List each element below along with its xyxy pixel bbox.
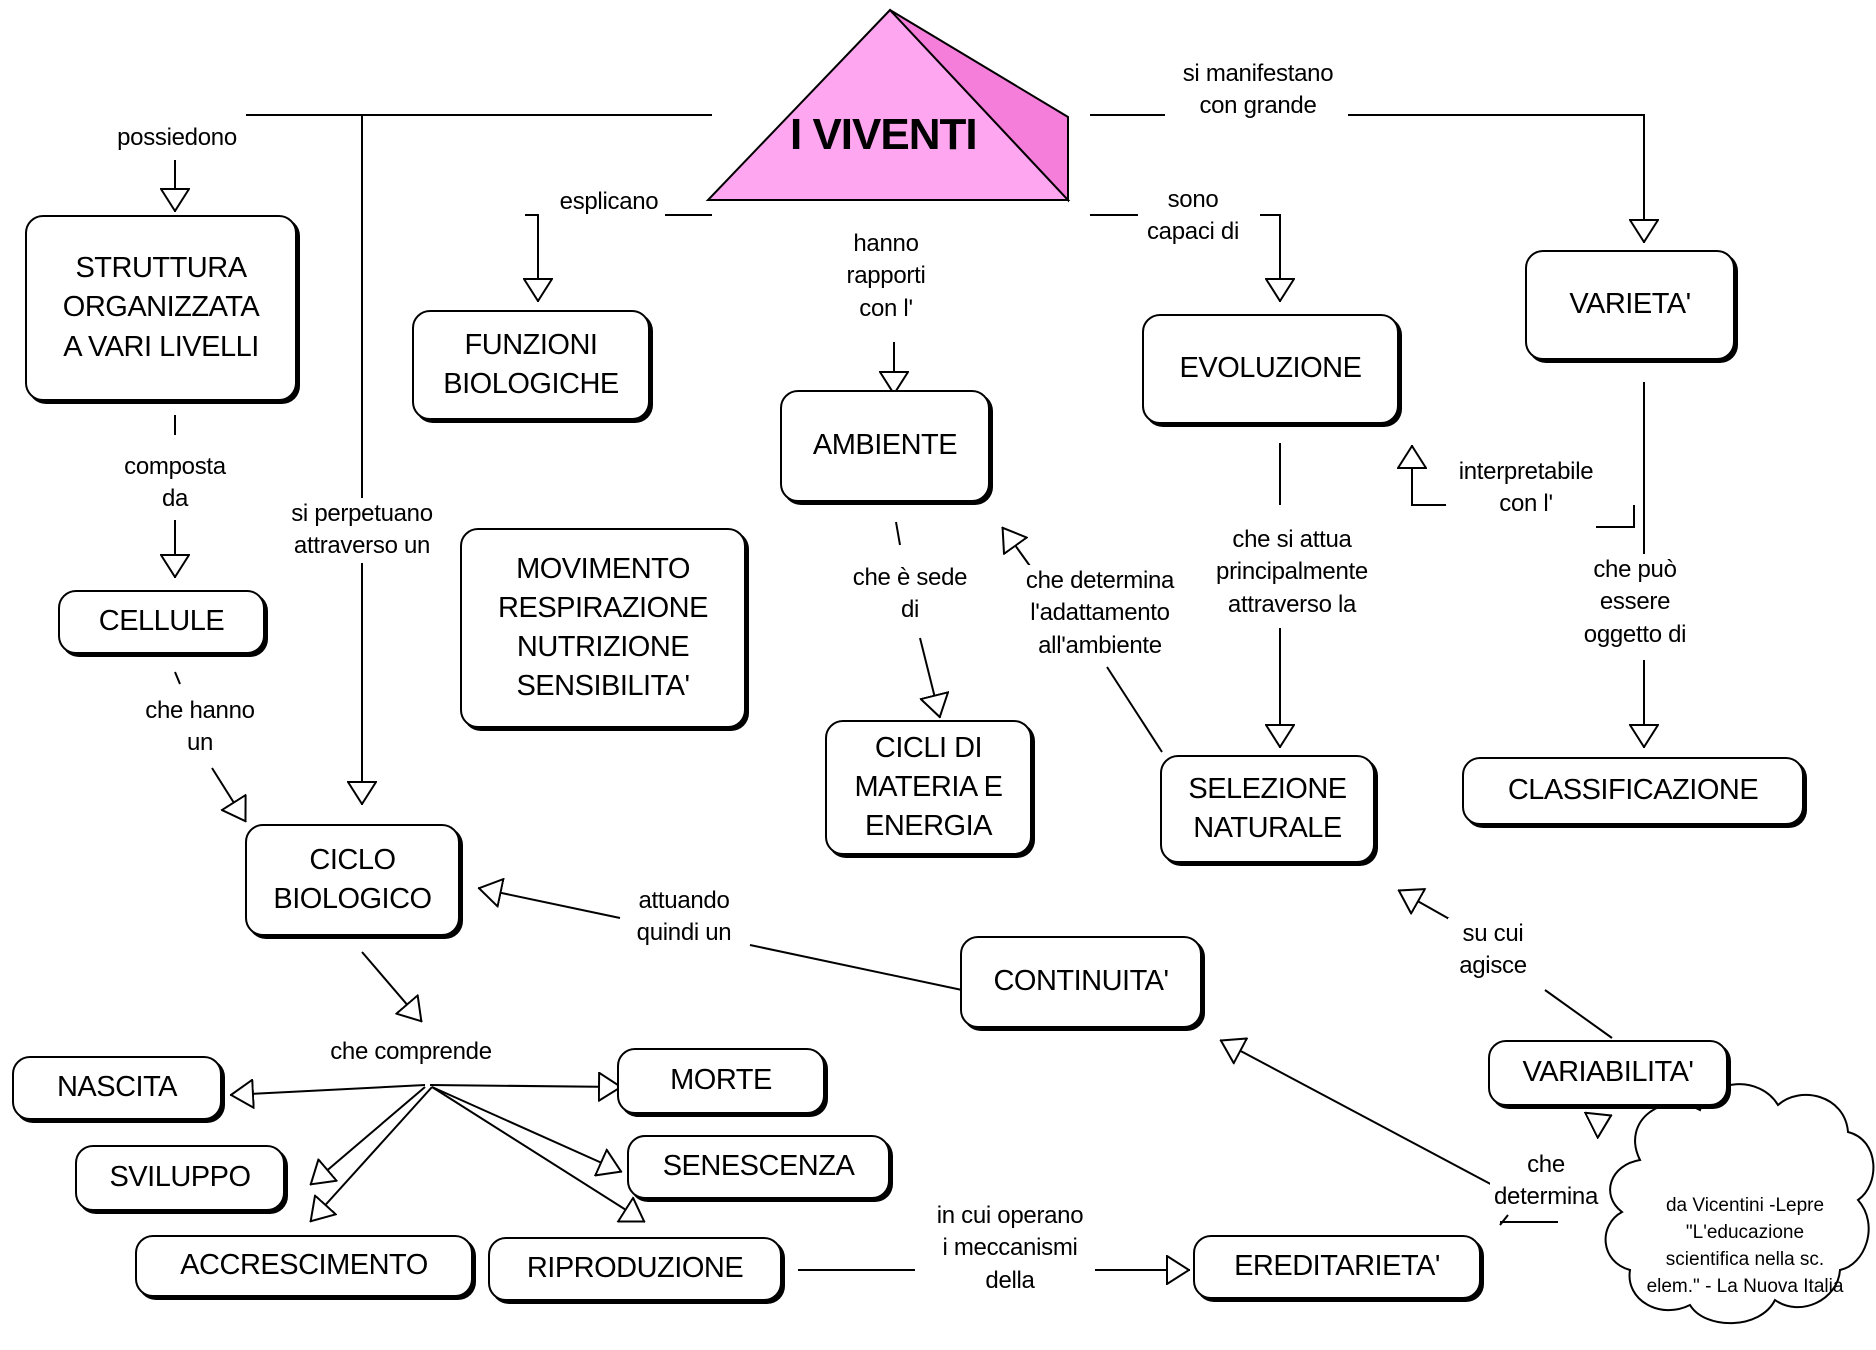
label-che-comprende: che comprende bbox=[322, 1036, 500, 1069]
node-varieta: VARIETA' bbox=[1525, 250, 1735, 360]
node-struttura: STRUTTURA ORGANIZZATA A VARI LIVELLI bbox=[25, 215, 297, 401]
node-variabilita: VARIABILITA' bbox=[1488, 1040, 1728, 1106]
node-sviluppo: SVILUPPO bbox=[75, 1145, 285, 1211]
connector-attuando-b bbox=[478, 888, 621, 919]
label-composta-da: composta da bbox=[120, 451, 230, 516]
connector-sono-capaci-b bbox=[1260, 214, 1280, 302]
label-possiedono: possiedono bbox=[112, 122, 242, 155]
connector-sede-b bbox=[919, 637, 940, 718]
node-nascita: NASCITA bbox=[12, 1056, 222, 1120]
connector-esplicano-b bbox=[525, 214, 538, 302]
cloud-shape bbox=[1604, 1083, 1875, 1325]
label-sono-capaci: sono capaci di bbox=[1138, 184, 1248, 249]
connector-che-hanno-a bbox=[174, 671, 181, 685]
connector-to-nascita bbox=[230, 1085, 426, 1095]
connector-adatt-a bbox=[1106, 666, 1163, 753]
node-morte: MORTE bbox=[617, 1048, 825, 1114]
node-selezione: SELEZIONE NATURALE bbox=[1160, 755, 1375, 863]
node-senescenza: SENESCENZA bbox=[627, 1135, 890, 1199]
node-continuita: CONTINUITA' bbox=[960, 936, 1202, 1028]
connector-ciclo-comprende bbox=[361, 951, 423, 1022]
connector-sede-a bbox=[895, 521, 901, 546]
connector-to-riproduzione bbox=[431, 1086, 645, 1223]
pyramid-shape bbox=[705, 8, 1071, 203]
label-su-cui-agisce: su cui agisce bbox=[1448, 918, 1538, 983]
label-che-puo: che può essere oggetto di bbox=[1580, 554, 1690, 652]
credit-note: da Vicentini -Lepre "L'educazione scient… bbox=[1646, 1195, 1844, 1297]
node-funzioni: FUNZIONI BIOLOGICHE bbox=[412, 310, 650, 420]
node-ereditarieta: EREDITARIETA' bbox=[1193, 1235, 1481, 1299]
page-title: I VIVENTI bbox=[790, 110, 978, 159]
connector-to-senescenza bbox=[431, 1086, 622, 1172]
connector-su-cui-a bbox=[1544, 989, 1613, 1039]
node-cicli: CICLI DI MATERIA E ENERGIA bbox=[825, 720, 1032, 855]
connector-che-hanno-b bbox=[211, 767, 247, 822]
label-attuando: attuando quindi un bbox=[622, 885, 746, 950]
label-interpretabile: interpretabile con l' bbox=[1446, 456, 1606, 521]
connector-determina-a bbox=[1499, 1214, 1509, 1226]
node-cellule: CELLULE bbox=[58, 590, 265, 654]
node-ciclo: CICLO BIOLOGICO bbox=[245, 824, 460, 936]
connector-attuando-a bbox=[749, 944, 963, 991]
node-ambiente: AMBIENTE bbox=[780, 390, 990, 502]
label-esplicano: esplicano bbox=[555, 186, 663, 219]
connector-interp-b bbox=[1412, 445, 1460, 506]
label-si-manifestano: si manifestano con grande bbox=[1168, 58, 1348, 123]
node-accrescimento: ACCRESCIMENTO bbox=[135, 1235, 473, 1297]
label-si-perpetuano: si perpetuano attraverso un bbox=[282, 498, 442, 563]
connector-to-variabilita bbox=[1592, 1115, 1612, 1125]
connector-to-sviluppo bbox=[310, 1086, 426, 1186]
node-riproduzione: RIPRODUZIONE bbox=[488, 1237, 782, 1301]
label-hanno-rapporti: hanno rapporti con l' bbox=[836, 228, 936, 326]
connector-manifestano-b bbox=[1348, 114, 1644, 243]
label-che-si-attua: che si attua principalmente attraverso l… bbox=[1210, 524, 1374, 622]
connector-to-continuita bbox=[1220, 1040, 1499, 1189]
connector-interp-a bbox=[1596, 505, 1635, 528]
label-che-determina-adatt: che determina l'adattamento all'ambiente bbox=[1025, 565, 1175, 663]
label-che-determina: che determina bbox=[1490, 1149, 1602, 1214]
node-evoluzione: EVOLUZIONE bbox=[1142, 314, 1399, 424]
label-che-e-sede: che è sede di bbox=[850, 562, 970, 627]
connector-to-morte bbox=[429, 1085, 622, 1087]
label-che-hanno-un: che hanno un bbox=[140, 695, 260, 760]
connector-to-accrescimento bbox=[309, 1086, 433, 1223]
label-in-cui-operano: in cui operano i meccanismi della bbox=[925, 1200, 1095, 1298]
node-classificazione: CLASSIFICAZIONE bbox=[1462, 757, 1804, 825]
node-movimento: MOVIMENTO RESPIRAZIONE NUTRIZIONE SENSIB… bbox=[460, 528, 746, 728]
